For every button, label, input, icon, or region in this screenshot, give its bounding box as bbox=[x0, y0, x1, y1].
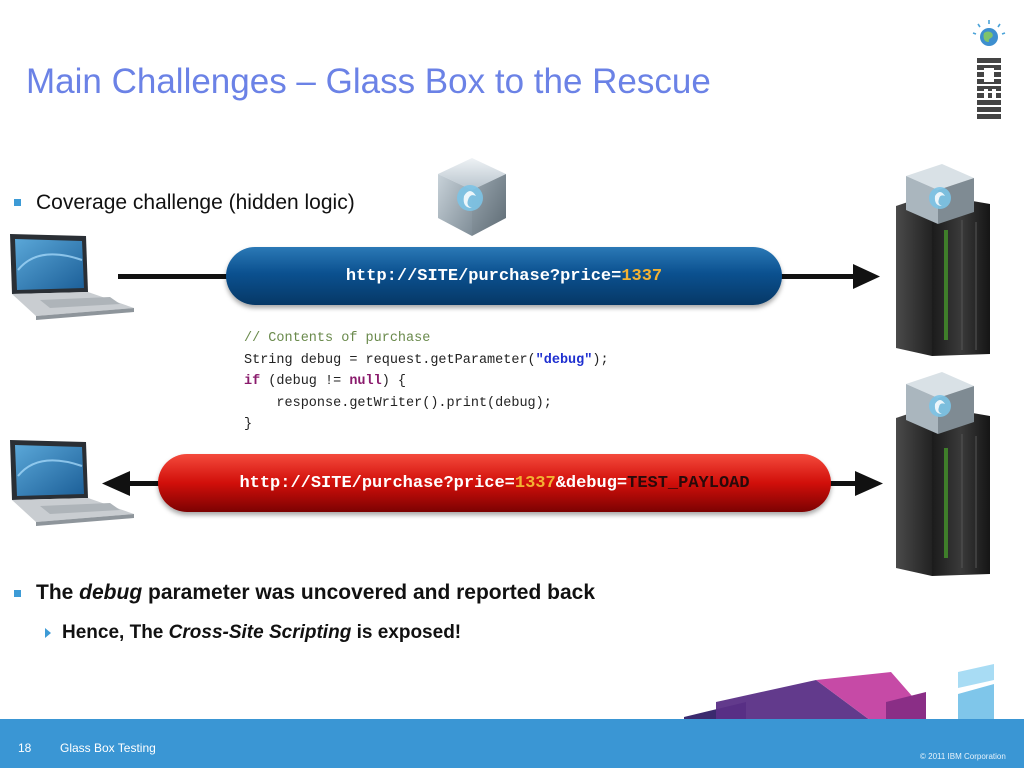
code-text: (debug != bbox=[260, 374, 350, 389]
bullet-marker bbox=[14, 199, 21, 206]
slide-title: Main Challenges – Glass Box to the Rescu… bbox=[26, 62, 711, 101]
bullet-emphasis: debug bbox=[79, 581, 143, 604]
code-keyword: null bbox=[349, 374, 382, 389]
code-text: ) { bbox=[381, 374, 407, 389]
server-icon bbox=[896, 164, 990, 356]
footer-bar bbox=[0, 719, 1024, 768]
code-comment: // Contents of purchase bbox=[244, 331, 431, 346]
code-keyword: if bbox=[244, 374, 261, 389]
glass-box-cube-icon bbox=[438, 158, 506, 236]
code-string: "debug" bbox=[535, 352, 593, 368]
bullet-emphasis: Cross-Site Scripting bbox=[168, 622, 352, 643]
bullet-text: is exposed! bbox=[351, 622, 462, 643]
bullet-marker bbox=[14, 590, 21, 597]
coverage-bullet: Coverage challenge (hidden logic) bbox=[36, 191, 355, 214]
price-value: 1337 bbox=[621, 266, 663, 286]
test-payload: TEST_PAYLOAD bbox=[627, 473, 750, 493]
bullet-text: The bbox=[36, 581, 80, 604]
code-line: response.getWriter().print(debug); bbox=[244, 395, 552, 411]
attack-url-base: http://SITE/purchase?price= bbox=[239, 473, 515, 493]
code-text: String debug = request.getParameter( bbox=[244, 352, 536, 368]
laptop-icon bbox=[10, 234, 134, 320]
bullet-text: Hence, The bbox=[62, 622, 169, 643]
price-value: 1337 bbox=[514, 473, 556, 493]
code-line: } bbox=[244, 417, 253, 432]
laptop-icon bbox=[10, 440, 134, 526]
code-text: ); bbox=[592, 352, 609, 368]
page-number: 18 bbox=[18, 741, 32, 755]
bullet-text: parameter was uncovered and reported bac… bbox=[142, 581, 596, 604]
triangle-bullet-icon bbox=[45, 628, 51, 638]
debug-bullet: The debug parameter was uncovered and re… bbox=[36, 581, 595, 605]
server-icon bbox=[896, 372, 990, 576]
ibm-logo bbox=[972, 20, 1006, 119]
request-url-pill: http://SITE/purchase?price=1337 bbox=[226, 247, 782, 305]
request-url-base: http://SITE/purchase?price= bbox=[345, 266, 622, 286]
xss-sub-bullet: Hence, The Cross-Site Scripting is expos… bbox=[62, 622, 461, 644]
code-line: if (debug != null) { bbox=[244, 371, 609, 393]
copyright-notice: © 2011 IBM Corporation bbox=[920, 752, 1006, 761]
attack-url-pill: http://SITE/purchase?price=1337&debug=TE… bbox=[158, 454, 831, 512]
code-line: String debug = request.getParameter("deb… bbox=[244, 350, 609, 372]
debug-param: &debug= bbox=[555, 473, 628, 493]
footer-title: Glass Box Testing bbox=[60, 741, 156, 755]
